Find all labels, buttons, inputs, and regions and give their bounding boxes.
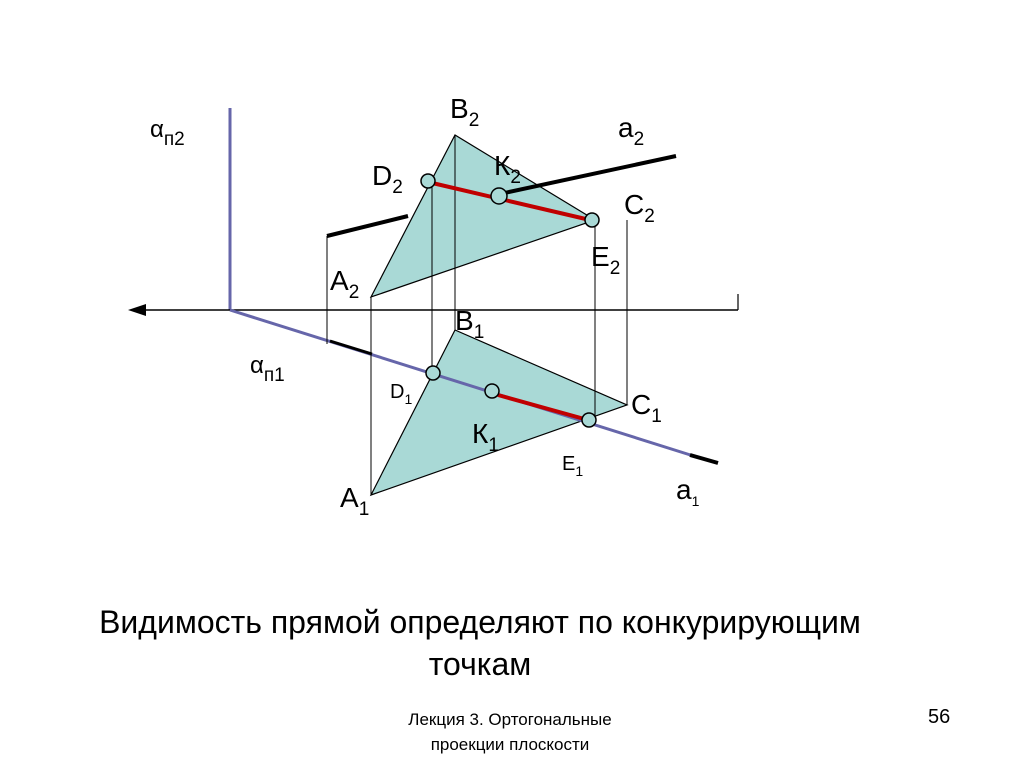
label-alpha-p2: αп2 (150, 116, 185, 150)
triangle-front-projection (369, 134, 597, 299)
footer-line-2: проекции плоскости (430, 735, 590, 754)
label-k1: К1 (472, 418, 499, 456)
label-a2-point: A2 (330, 265, 359, 303)
label-alpha-p1: αп1 (250, 352, 285, 386)
label-d2: D2 (372, 160, 403, 198)
point-d2 (420, 173, 436, 189)
segment-d2-e2 (427, 180, 591, 222)
line-a1-end (689, 453, 719, 465)
line-a2-right (494, 154, 677, 197)
line-a2-left (326, 214, 409, 238)
point-k2 (490, 187, 508, 205)
label-c1: C1 (631, 389, 662, 427)
label-c2: C2 (624, 189, 655, 227)
alpha-p1-trace (229, 308, 701, 460)
line-a1-dark (329, 339, 373, 356)
label-e2: E2 (591, 241, 620, 279)
point-e1 (581, 412, 597, 428)
point-k1 (484, 383, 500, 399)
segment-k1-e1 (497, 393, 589, 422)
caption-line-2: точкам (428, 646, 532, 682)
label-a1-line: a1 (676, 474, 700, 509)
label-b1: B1 (455, 305, 484, 343)
label-d1: D1 (390, 381, 412, 407)
label-k2: К2 (494, 150, 521, 188)
point-e2 (584, 212, 600, 228)
label-e1: E1 (562, 453, 583, 479)
footer-line-1: Лекция 3. Ортогональные (408, 710, 612, 729)
label-a1-point: A1 (340, 482, 369, 520)
label-a2-line: a2 (618, 112, 644, 150)
x-axis-arrowhead (128, 304, 146, 316)
label-b2: B2 (450, 93, 479, 131)
page-number: 56 (928, 706, 951, 728)
caption-line-1: Видимость прямой определяют по конкуриру… (99, 604, 861, 640)
point-d1 (425, 365, 441, 381)
